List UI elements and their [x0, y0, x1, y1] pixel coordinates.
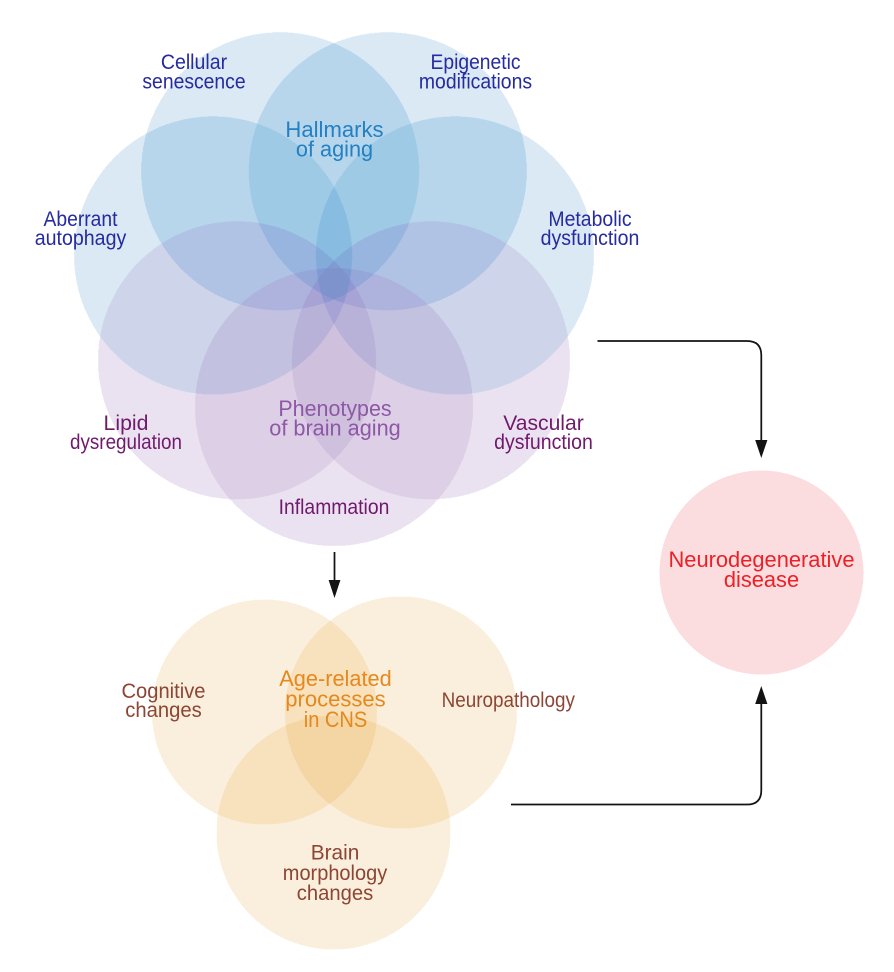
svg-text:in CNS: in CNS: [304, 707, 368, 732]
svg-text:morphology: morphology: [283, 862, 388, 885]
svg-text:changes: changes: [125, 699, 202, 722]
svg-text:Neuropathology: Neuropathology: [442, 689, 576, 712]
svg-text:Epigenetic: Epigenetic: [431, 51, 521, 74]
svg-text:Cellular: Cellular: [161, 51, 227, 74]
svg-text:changes: changes: [297, 882, 374, 905]
svg-text:Vascular: Vascular: [503, 412, 584, 435]
svg-text:Brain: Brain: [311, 842, 360, 865]
svg-text:Lipid: Lipid: [104, 412, 149, 435]
svg-text:dysfunction: dysfunction: [541, 227, 640, 250]
svg-text:autophagy: autophagy: [35, 227, 127, 250]
svg-text:senescence: senescence: [142, 71, 245, 94]
svg-text:dysfunction: dysfunction: [494, 431, 593, 454]
svg-text:Neurodegenerative: Neurodegenerative: [669, 547, 855, 572]
svg-text:Age-related: Age-related: [279, 666, 391, 691]
svg-text:Aberrant: Aberrant: [44, 208, 118, 231]
svg-text:Cognitive: Cognitive: [122, 680, 206, 703]
svg-text:Phenotypes: Phenotypes: [278, 396, 391, 421]
svg-text:of aging: of aging: [296, 137, 373, 162]
svg-text:modifications: modifications: [419, 71, 532, 94]
svg-text:Metabolic: Metabolic: [548, 208, 631, 231]
svg-text:dysregulation: dysregulation: [70, 431, 182, 454]
svg-text:disease: disease: [724, 567, 799, 592]
svg-text:of brain aging: of brain aging: [269, 416, 400, 441]
svg-text:processes: processes: [285, 687, 385, 712]
svg-text:Inflammation: Inflammation: [279, 496, 390, 519]
svg-text:Hallmarks: Hallmarks: [285, 117, 383, 142]
